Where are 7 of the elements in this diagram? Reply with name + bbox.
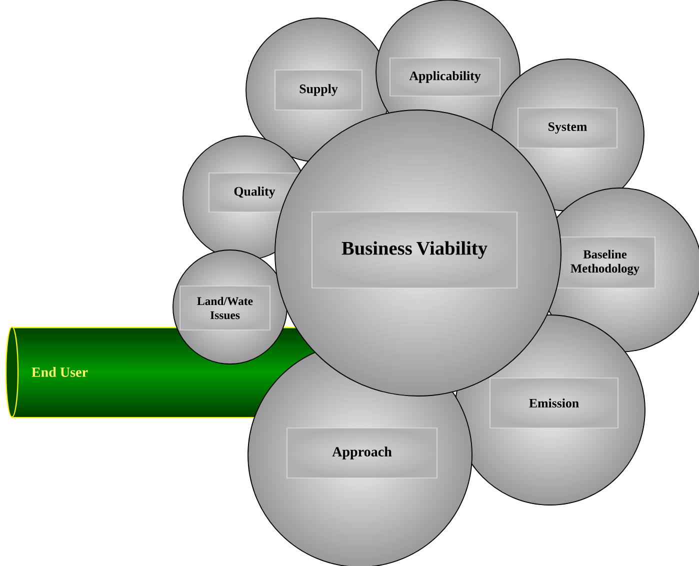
label-box: Approach [286,428,438,478]
label-box: Applicability [390,58,500,96]
label-box: Business Viability [312,212,518,288]
label-box: System [518,108,618,148]
label-box: Emission [490,378,618,428]
label-box: Land/Wate Issues [180,286,270,330]
label-box: Supply [274,70,362,110]
